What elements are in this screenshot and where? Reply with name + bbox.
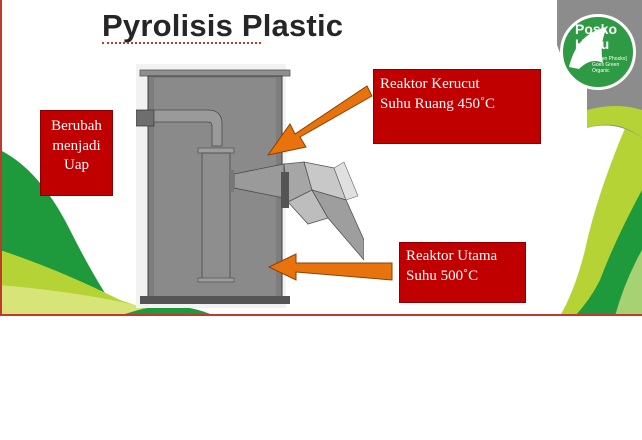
left-border [0, 0, 2, 316]
label-steam-line-1: Berubah [51, 118, 102, 134]
right-green-wave [575, 190, 642, 316]
logo-word-posko: Posko [575, 21, 618, 37]
slide-bottom-border [0, 314, 642, 316]
logo-word-hijau: Hijau [575, 36, 610, 52]
background-decoration [0, 0, 642, 316]
label-steam-line-2: menjadi [52, 137, 101, 154]
label-steam-line-3: Uap [64, 157, 89, 173]
bottom-green-hump [120, 306, 215, 316]
logo-subtitle-line-1: [Green Phosko] [592, 56, 627, 62]
logo-circle [560, 14, 636, 90]
arrow-to-cone-reactor [266, 85, 373, 156]
label-main-reactor-line-1: Reaktor Utama [406, 248, 498, 264]
slide: Pyrolisis Plastic Posko Hijau [Green Pho… [0, 0, 642, 316]
arrow-to-main-reactor [267, 253, 393, 281]
slide-title: Pyrolisis Plastic [102, 8, 344, 43]
label-main-reactor-line-2: Suhu 500˚C [406, 267, 479, 284]
spellcheck-underline [102, 42, 261, 44]
label-cone-reactor: Reaktor Kerucut Suhu Ruang 450˚C [373, 69, 541, 144]
label-main-reactor: Reaktor Utama Suhu 500˚C [399, 242, 526, 303]
arrows-layer [266, 85, 393, 281]
label-steam: Berubah menjadi Uap [40, 110, 113, 196]
right-pale-wave [615, 250, 642, 316]
label-cone-reactor-line-2: Suhu Ruang 450˚C [380, 95, 496, 112]
left-pale-wave [0, 285, 150, 316]
logo-wordmark: Posko Hijau [575, 22, 639, 51]
logo-subtitle-line-2: Goes Green Organic [592, 61, 620, 74]
logo-subtitle: [Green Phosko] Goes Green Organic [592, 56, 636, 74]
leaf-icon [569, 27, 607, 69]
label-cone-reactor-line-1: Reaktor Kerucut [380, 76, 480, 92]
